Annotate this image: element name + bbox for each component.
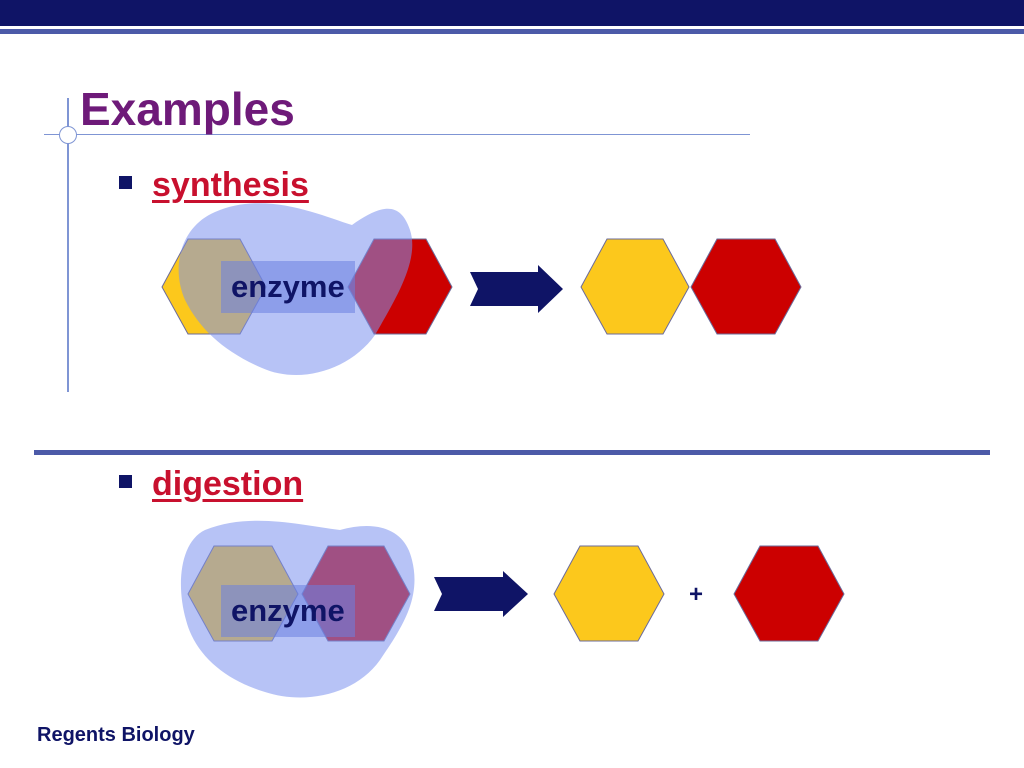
product-yellow-hexagon bbox=[581, 239, 689, 334]
footer-text: Regents Biology bbox=[37, 724, 195, 747]
reaction-arrow bbox=[470, 265, 563, 313]
digestion-enzyme-label: enzyme bbox=[221, 585, 355, 637]
plus-sign: + bbox=[689, 583, 703, 607]
product-yellow-hexagon bbox=[554, 546, 664, 641]
product-red-hexagon bbox=[691, 239, 801, 334]
synthesis-enzyme-label: enzyme bbox=[221, 261, 355, 313]
product-red-hexagon bbox=[734, 546, 844, 641]
reaction-arrow bbox=[434, 571, 528, 617]
